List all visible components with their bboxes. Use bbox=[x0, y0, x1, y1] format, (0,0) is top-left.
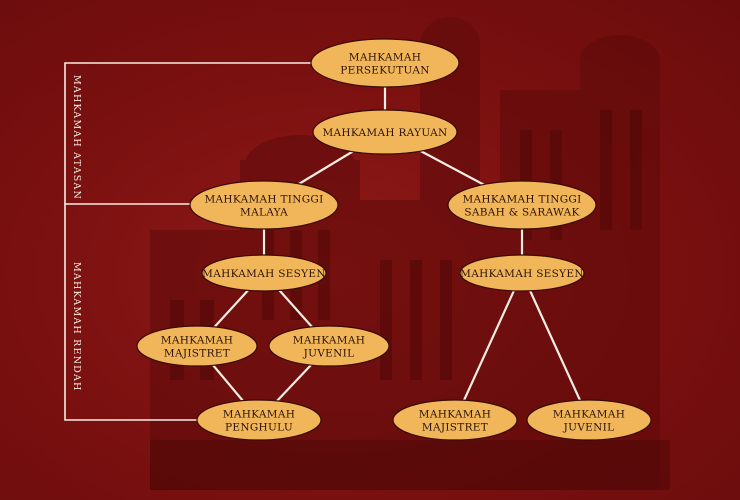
court-node-shape bbox=[447, 180, 597, 230]
court-node-label: MAHKAMAH bbox=[223, 409, 295, 421]
court-node-label: MAHKAMAH bbox=[349, 52, 421, 64]
court-node-shape bbox=[196, 399, 322, 441]
court-node-shape bbox=[268, 325, 390, 367]
court-node-label: JUVENIL bbox=[303, 348, 355, 360]
connector-sesyen-sabah-sarawak-to-juvenil-sabah-sarawak bbox=[520, 272, 591, 421]
upper-courts-label: MAHKAMAH ATASAN bbox=[71, 75, 82, 201]
court-node-label: MAHKAMAH bbox=[161, 335, 233, 347]
court-node-shape bbox=[312, 109, 458, 155]
connector-sesyen-sabah-sarawak-to-majistret-sabah-sarawak bbox=[453, 272, 524, 421]
court-node-shape bbox=[392, 399, 518, 441]
court-node-label: MAHKAMAH SESYEN bbox=[460, 268, 584, 280]
court-node-shape bbox=[136, 325, 258, 367]
court-node-label: MAHKAMAH bbox=[293, 335, 365, 347]
court-node-shape bbox=[310, 38, 460, 88]
court-node-sesyen-malaya: MAHKAMAH SESYEN bbox=[201, 254, 327, 292]
court-node-label: PERSEKUTUAN bbox=[340, 65, 429, 77]
court-node-label: JUVENIL bbox=[563, 422, 615, 434]
court-node-label: MAHKAMAH bbox=[419, 409, 491, 421]
court-node-shape bbox=[526, 399, 652, 441]
court-node-shape bbox=[459, 254, 585, 292]
court-node-shape bbox=[201, 254, 327, 292]
court-node-label: MAHKAMAH bbox=[553, 409, 625, 421]
court-node-label: MALAYA bbox=[240, 207, 288, 219]
court-node-label: MAHKAMAH TINGGI bbox=[462, 194, 581, 206]
court-node-shape bbox=[189, 180, 339, 230]
court-node-label: SABAH & SARAWAK bbox=[464, 207, 579, 219]
court-node-label: MAHKAMAH RAYUAN bbox=[322, 127, 447, 139]
upper-courts-bracket bbox=[64, 62, 312, 205]
court-node-label: MAJISTRET bbox=[164, 348, 230, 360]
lower-courts-bracket bbox=[64, 204, 200, 421]
court-node-rayuan: MAHKAMAH RAYUAN bbox=[312, 109, 458, 155]
court-node-label: MAHKAMAH SESYEN bbox=[202, 268, 326, 280]
court-node-label: MAHKAMAH TINGGI bbox=[204, 194, 323, 206]
lower-courts-label: MAHKAMAH RENDAH bbox=[71, 262, 82, 392]
court-node-label: MAJISTRET bbox=[422, 422, 488, 434]
court-node-sesyen-sabah-sarawak: MAHKAMAH SESYEN bbox=[459, 254, 585, 292]
court-node-label: PENGHULU bbox=[225, 422, 293, 434]
